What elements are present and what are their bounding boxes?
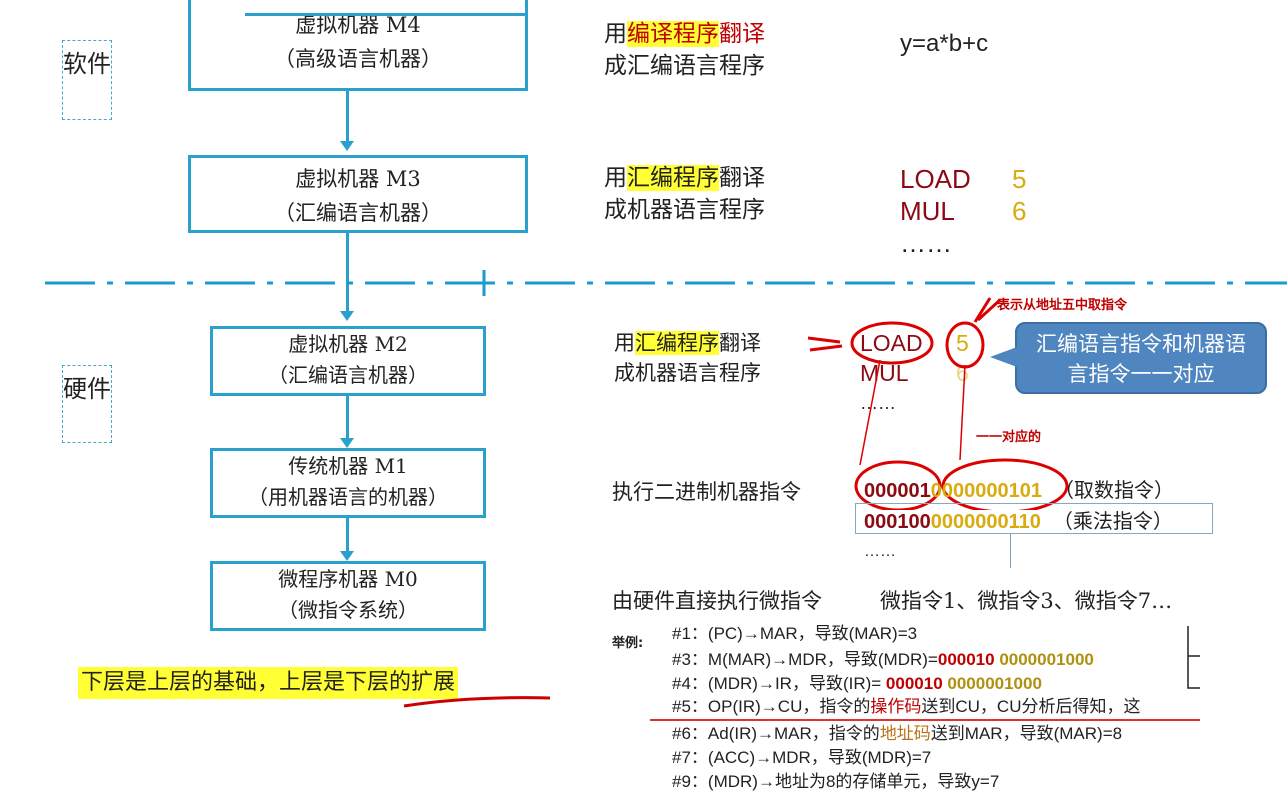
m4-description: 用编译程序翻译成汇编语言程序 [604, 21, 765, 79]
machine-sub: （汇编语言机器） [274, 201, 442, 225]
example-line: #7：(ACC)→MDR，导致(MDR)=7 [672, 748, 932, 767]
example-label: 举例: [612, 636, 644, 651]
machine-sub: （汇编语言机器） [268, 363, 428, 387]
machine-sub: （高级语言机器） [274, 47, 442, 71]
example-line: #5：OP(IR)→CU，指令的操作码送到CU，CU分析后得知，这 [672, 697, 1141, 716]
machine-sub: （用机器语言的机器） [248, 485, 448, 509]
machine-title: 虚拟机器 M3 [295, 167, 421, 191]
software-hardware-divider [45, 270, 1287, 296]
m1-description: 执行二进制机器指令 [612, 480, 801, 504]
callout-pointer [990, 347, 1017, 367]
example-divider [650, 719, 1200, 721]
machine-m3: 虚拟机器 M3 （汇编语言机器） [188, 155, 528, 233]
micro-instructions: 微指令1、微指令3、微指令7… [880, 589, 1173, 613]
m2-description: 用汇编程序翻译成机器语言程序 [614, 331, 761, 385]
conclusion-b: 下层的扩展 [345, 670, 456, 695]
expression: y=a*b+c [900, 30, 989, 57]
example-line: #1：(PC)→MAR，导致(MAR)=3 [672, 624, 918, 643]
machine-m1: 传统机器 M1 （用机器语言的机器） [210, 448, 486, 518]
example-line: #3：M(MAR)→MDR，导致(MDR)=000010 0000001000 [672, 650, 1094, 669]
machine-m2: 虚拟机器 M2 （汇编语言机器） [210, 326, 486, 396]
machine-sub: （微指令系统） [278, 598, 418, 622]
example-line: #9：(MDR)→地址为8的存储单元，导致y=7 [672, 772, 1000, 791]
binary-code: 0000010000000101（取数指令） 0001000000000110（… [864, 478, 1174, 560]
callout-bubble: 汇编语言指令和机器语言指令一一对应 [1015, 322, 1267, 394]
hardware-label: 硬件 [62, 365, 112, 443]
example-line-clip: #5：OP(IR)→CU，指令的操作码送到CU，CU分析后得知，这 [672, 695, 1200, 719]
machine-m0: 微程序机器 M0 （微指令系统） [210, 561, 486, 631]
conclusion-a: 下层是上层的基础，上层是 [81, 670, 346, 695]
arrow [340, 518, 354, 561]
annotation-one-to-one: 一一对应的 [976, 430, 1042, 445]
bracket [1187, 626, 1200, 689]
example-line: #6：Ad(IR)→MAR，指令的地址码送到MAR，导致(MAR)=8 [672, 724, 1123, 743]
annotation-from-addr: 表示从地址五中取指令 [997, 298, 1128, 313]
conclusion: 下层是上层的基础，上层是下层的扩展 [78, 667, 459, 699]
hand-annotations [807, 297, 1069, 510]
machine-title: 微程序机器 M0 [278, 567, 418, 591]
underline-annotation [403, 696, 551, 708]
m0-description: 由硬件直接执行微指令 [612, 589, 822, 613]
box-edge [245, 13, 528, 16]
arrow [340, 91, 354, 151]
m3-description: 用汇编程序翻译成机器语言程序 [604, 165, 765, 223]
example-line: #4：(MDR)→IR，导致(IR)= 000010 0000001000 [672, 674, 1042, 693]
machine-title: 传统机器 M1 [288, 454, 408, 478]
arrow [340, 396, 354, 448]
machine-title: 虚拟机器 M2 [288, 332, 408, 356]
highlight-frame [855, 503, 1213, 534]
arrow [340, 233, 354, 321]
software-label: 软件 [62, 40, 112, 120]
pointer-arrow [1010, 533, 1011, 568]
machine-title: 虚拟机器 M4 [295, 13, 421, 37]
